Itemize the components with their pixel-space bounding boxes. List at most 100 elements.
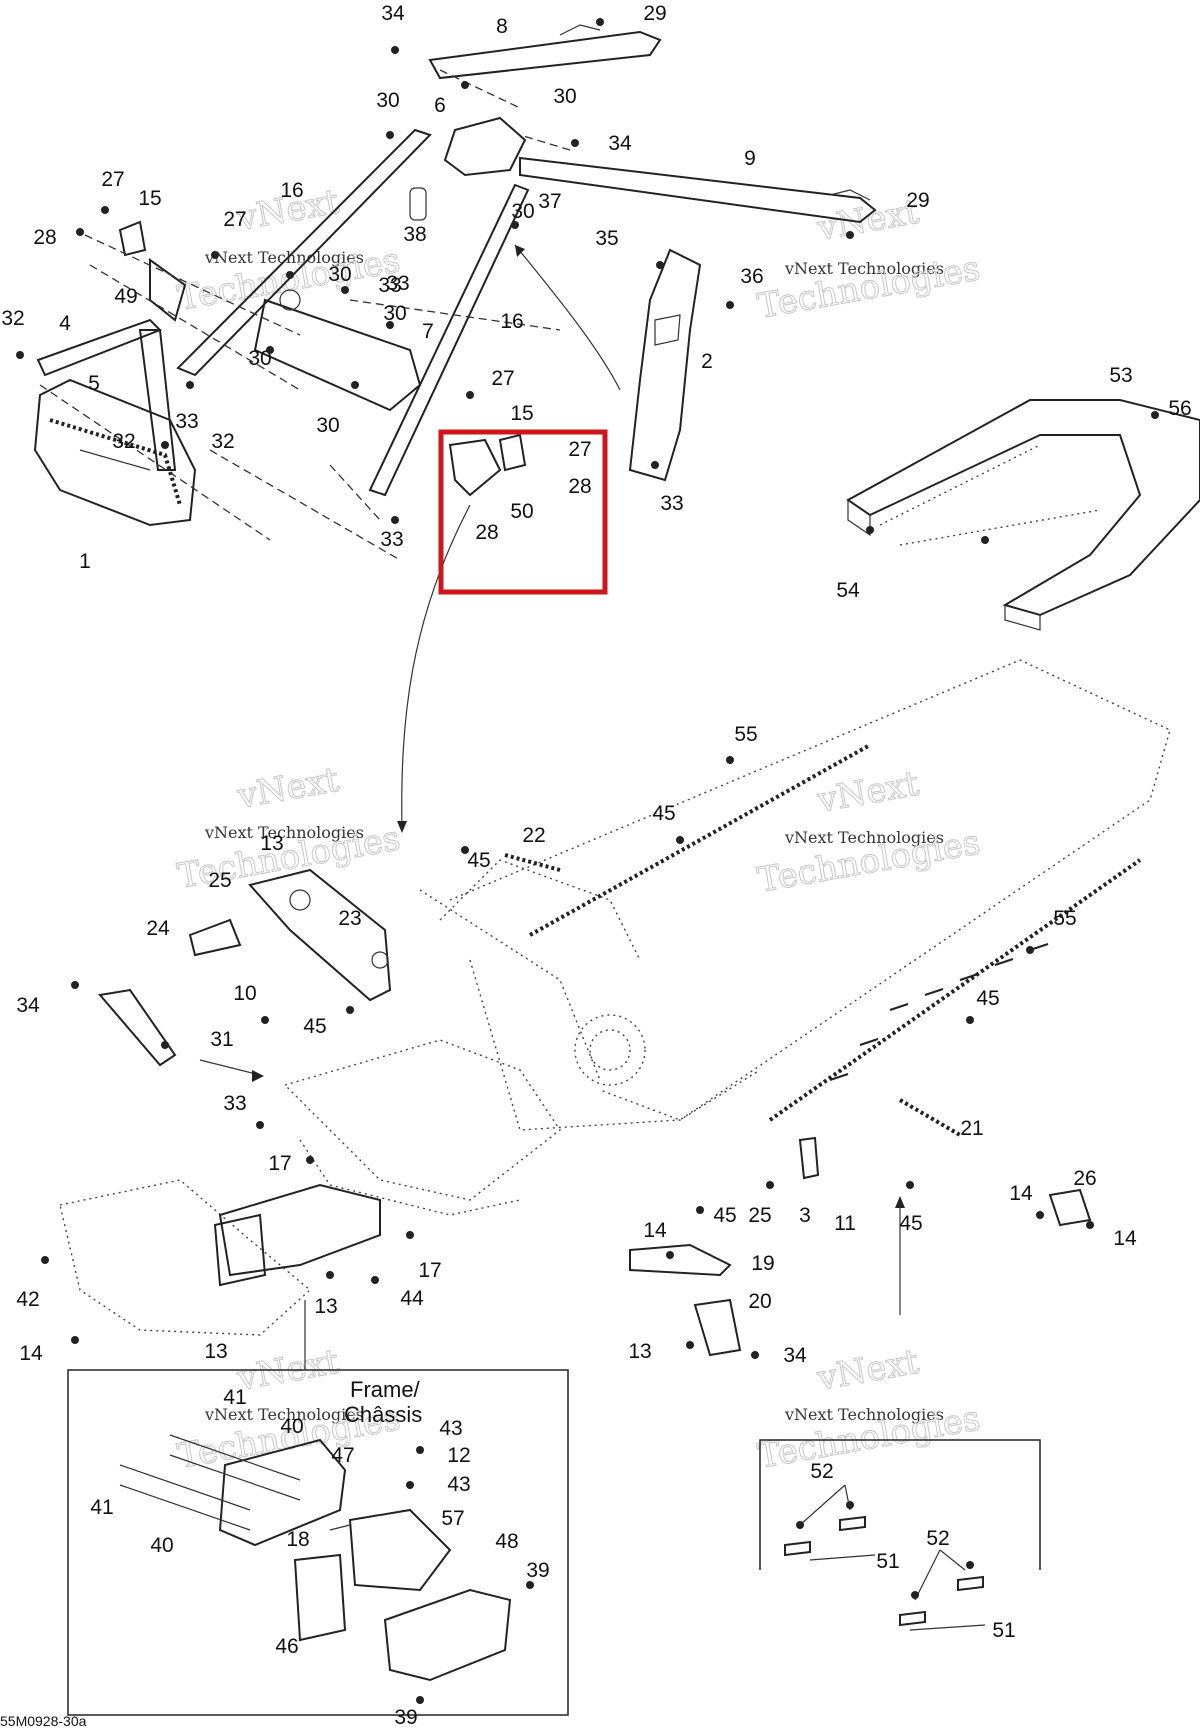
callout-46: 46 <box>275 1635 298 1658</box>
part-24-bracket <box>188 918 242 957</box>
watermark-large: vNext <box>814 1342 923 1399</box>
callout-14: 14 <box>1113 1227 1137 1250</box>
callout-30: 30 <box>248 347 271 370</box>
callout-49: 49 <box>114 285 137 308</box>
callout-39: 39 <box>526 1559 549 1582</box>
part-22-strip <box>504 853 561 872</box>
callout-44: 44 <box>400 1287 424 1310</box>
callout-13: 13 <box>314 1295 337 1318</box>
callout-35: 35 <box>595 227 618 250</box>
callout-25: 25 <box>748 1204 771 1227</box>
callout-34: 34 <box>16 994 40 1017</box>
front-subframe-outline <box>59 1179 312 1336</box>
part-15-right-plate <box>498 433 527 472</box>
callout-20: 20 <box>748 1290 771 1313</box>
part-21-strip <box>898 1098 962 1137</box>
callout-8: 8 <box>496 15 508 38</box>
callout-15: 15 <box>510 402 533 425</box>
callout-32: 32 <box>1 307 24 330</box>
part-9-bar <box>519 156 877 224</box>
part-53-rear-bumper <box>846 399 1200 617</box>
callout-27: 27 <box>568 438 591 461</box>
part-18-clip <box>329 1524 351 1531</box>
part-48-frame-rail <box>383 1588 512 1682</box>
callout-54: 54 <box>836 579 860 602</box>
callout-14: 14 <box>19 1342 43 1365</box>
callout-40: 40 <box>280 1415 303 1438</box>
callout-9: 9 <box>744 147 756 170</box>
callout-32: 32 <box>112 430 135 453</box>
callout-34: 34 <box>783 1344 807 1367</box>
callout-23: 23 <box>338 907 361 930</box>
callout-33: 33 <box>660 492 683 515</box>
callout-45: 45 <box>713 1204 736 1227</box>
callout-15: 15 <box>138 187 161 210</box>
callout-55: 55 <box>734 723 757 746</box>
callout-16: 16 <box>280 179 303 202</box>
part-7-crossmember <box>253 298 422 412</box>
part-1-front-bumper <box>33 378 197 527</box>
callout-28: 28 <box>568 475 591 498</box>
callout-45: 45 <box>976 987 999 1010</box>
callout-51: 51 <box>992 1619 1015 1642</box>
callout-33: 33 <box>223 1092 246 1115</box>
part-19-bracket <box>629 1243 732 1277</box>
front-frame-brace <box>218 1183 381 1277</box>
callout-28: 28 <box>475 521 498 544</box>
callout-14: 14 <box>643 1219 667 1242</box>
watermark-small: vNext Technologies <box>784 1405 944 1424</box>
part-57-bracket <box>348 1508 452 1592</box>
part-50-bracket <box>448 438 502 497</box>
callout-21: 21 <box>960 1117 983 1140</box>
callout-18: 18 <box>286 1528 309 1551</box>
callout-3: 3 <box>799 1204 811 1227</box>
callout-47: 47 <box>331 1444 354 1467</box>
callout-17: 17 <box>268 1152 291 1175</box>
callout-30: 30 <box>511 200 534 223</box>
inset-box-skid <box>759 1439 1041 1570</box>
callout-45: 45 <box>303 1015 326 1038</box>
fasteners <box>16 18 1159 1704</box>
callout-2: 2 <box>701 350 713 373</box>
callout-39: 39 <box>394 1706 417 1729</box>
callout-12: 12 <box>447 1444 470 1467</box>
callout-5: 5 <box>88 372 100 395</box>
callout-30: 30 <box>376 89 399 112</box>
part-55-right-edge <box>768 858 1142 1122</box>
watermark-small: vNext Technologies <box>204 1405 364 1424</box>
callout-6: 6 <box>434 94 446 117</box>
part-15-plate <box>118 220 147 257</box>
callout-26: 26 <box>1073 1167 1096 1190</box>
part-26-bracket <box>1048 1188 1092 1227</box>
callout-34: 34 <box>608 132 632 155</box>
callout-34: 34 <box>381 2 405 25</box>
part-16-right-rail <box>368 183 530 497</box>
callout-33: 33 <box>380 528 403 551</box>
callout-55: 55 <box>1053 907 1076 930</box>
callout-40: 40 <box>150 1534 173 1557</box>
callout-30: 30 <box>383 302 406 325</box>
callout-31: 31 <box>210 1028 233 1051</box>
part-51-skid <box>784 1540 811 1557</box>
callout-25: 25 <box>208 869 231 892</box>
callout-28: 28 <box>33 226 56 249</box>
watermarks: vNext Technologies vNext Technologies vN… <box>174 181 984 1477</box>
tunnel-chassis <box>59 504 1171 1370</box>
callout-33: 33 <box>175 410 198 433</box>
callout-24: 24 <box>146 917 170 940</box>
part-38-pin <box>409 187 427 221</box>
callout-45: 45 <box>467 849 490 872</box>
callout-7: 7 <box>422 320 434 343</box>
callout-56: 56 <box>1168 397 1191 420</box>
callout-32: 32 <box>211 430 234 453</box>
callout-51: 51 <box>876 1550 899 1573</box>
callout-33: 33 <box>386 272 409 295</box>
callout-27: 27 <box>491 367 514 390</box>
callout-42: 42 <box>16 1288 39 1311</box>
callout-37: 37 <box>538 190 561 213</box>
watermark-small: vNext Technologies <box>204 823 364 842</box>
frame-inset: Frame/ Châssis <box>67 1369 569 1716</box>
callout-27: 27 <box>223 208 246 231</box>
